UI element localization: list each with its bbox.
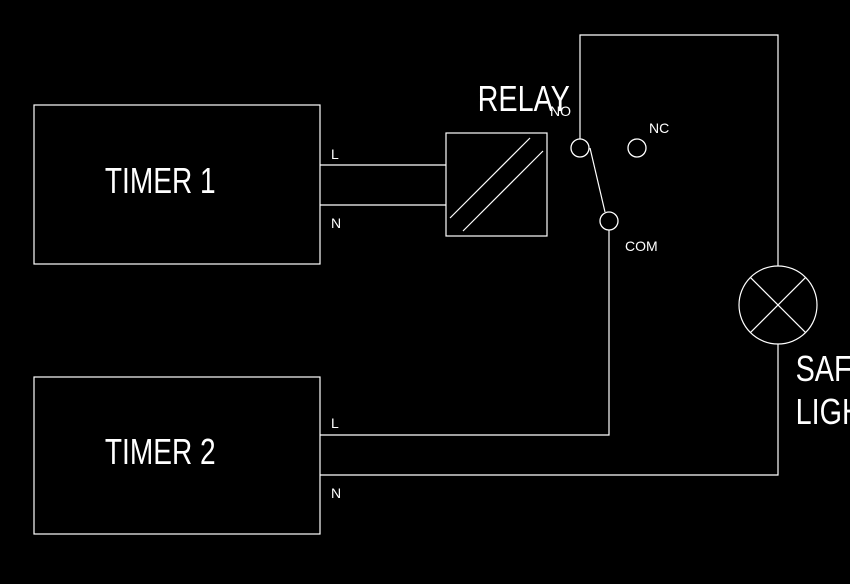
- relay-label: RELAY: [478, 78, 570, 119]
- timer-2-terminal-l: L: [331, 415, 339, 431]
- timer-1-terminal-l: L: [331, 146, 339, 162]
- timer-2-terminal-n: N: [331, 485, 341, 501]
- wire-com-to-timer2-l: [320, 230, 610, 436]
- terminal-no-icon: [570, 138, 590, 158]
- relay-coil-diagonal-2: [462, 150, 544, 232]
- timer-1-box: [33, 104, 321, 265]
- timer-2: TIMER 2 L N: [33, 376, 341, 535]
- contact-no-label: NO: [550, 103, 571, 119]
- timer-1-terminal-n: N: [331, 215, 341, 231]
- timer-2-label: TIMER 2: [105, 432, 216, 472]
- terminal-nc-icon: [627, 138, 647, 158]
- contact-com-label: COM: [625, 238, 658, 254]
- timer-2-box: [33, 376, 321, 535]
- relay-contacts: NO NC COM: [550, 103, 669, 254]
- wire-no-to-lamp: [579, 34, 779, 266]
- lamp-cross-2: [749, 276, 807, 334]
- terminal-com-icon: [599, 211, 619, 231]
- relay-coil-box: [445, 132, 548, 237]
- timer-1: TIMER 1 L N: [33, 104, 341, 265]
- relay-coil: [445, 132, 548, 237]
- relay-switch-arm: [589, 147, 606, 213]
- safe-light-lamp: [738, 265, 818, 345]
- contact-nc-label: NC: [649, 120, 669, 136]
- timer-1-label: TIMER 1: [105, 161, 216, 201]
- lamp-label-line2: LIGHT: [796, 391, 850, 432]
- wire-lamp-to-timer2-n: [320, 344, 779, 476]
- lamp-label-line1: SAFE: [796, 348, 850, 389]
- relay-coil-diagonal-1: [449, 137, 531, 219]
